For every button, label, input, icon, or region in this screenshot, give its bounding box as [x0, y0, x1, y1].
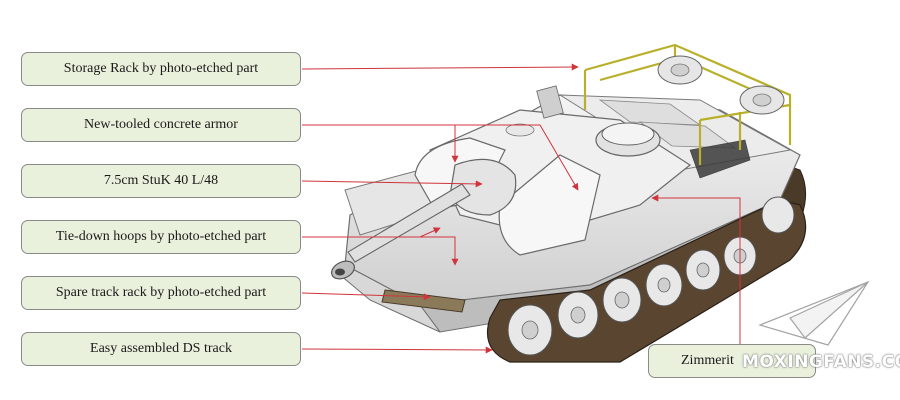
callout-label: Easy assembled DS track — [90, 341, 232, 356]
near-track — [486, 196, 807, 363]
callout-concrete-armor: New-tooled concrete armor — [21, 108, 301, 142]
leader-lines — [301, 63, 741, 354]
paper-plane-logo-icon — [758, 280, 870, 346]
callout-zimmerit: Zimmerit — [648, 344, 816, 378]
callout-label: Tie-down hoops by photo-etched part — [55, 229, 267, 244]
leader-zimmerit — [651, 194, 741, 344]
callout-spare-track-rack: Spare track rack by photo-etched part — [21, 276, 301, 310]
callout-storage-rack: Storage Rack by photo-etched part — [21, 52, 301, 86]
leader-concrete-armor — [302, 124, 579, 191]
zimmerit-patch — [689, 139, 751, 179]
leader-main-gun — [301, 180, 483, 188]
spare-road-wheels — [657, 55, 785, 115]
spare-track-rack — [381, 289, 466, 313]
leader-tie-down-hoops — [302, 236, 459, 266]
callout-main-gun: 7.5cm StuK 40 L/48 — [21, 164, 301, 198]
callout-label: 7.5cm StuK 40 L/48 — [103, 173, 219, 188]
leader-spare-track-rack — [301, 292, 431, 301]
leader-storage-rack — [301, 63, 579, 71]
callout-ds-track: Easy assembled DS track — [21, 332, 301, 366]
leader-tie-down-hoops-branch — [419, 227, 441, 238]
main-gun-barrel — [331, 158, 517, 280]
callout-label: New-tooled concrete armor — [84, 117, 238, 132]
callout-tie-down-hoops: Tie-down hoops by photo-etched part — [21, 220, 301, 254]
leader-ds-track — [301, 346, 493, 354]
callout-label: Storage Rack by photo-etched part — [63, 61, 259, 76]
callout-label: Spare track rack by photo-etched part — [55, 285, 267, 300]
watermark-text: MOXINGFANS.COM — [742, 352, 900, 372]
callout-label: Zimmerit — [681, 353, 734, 368]
